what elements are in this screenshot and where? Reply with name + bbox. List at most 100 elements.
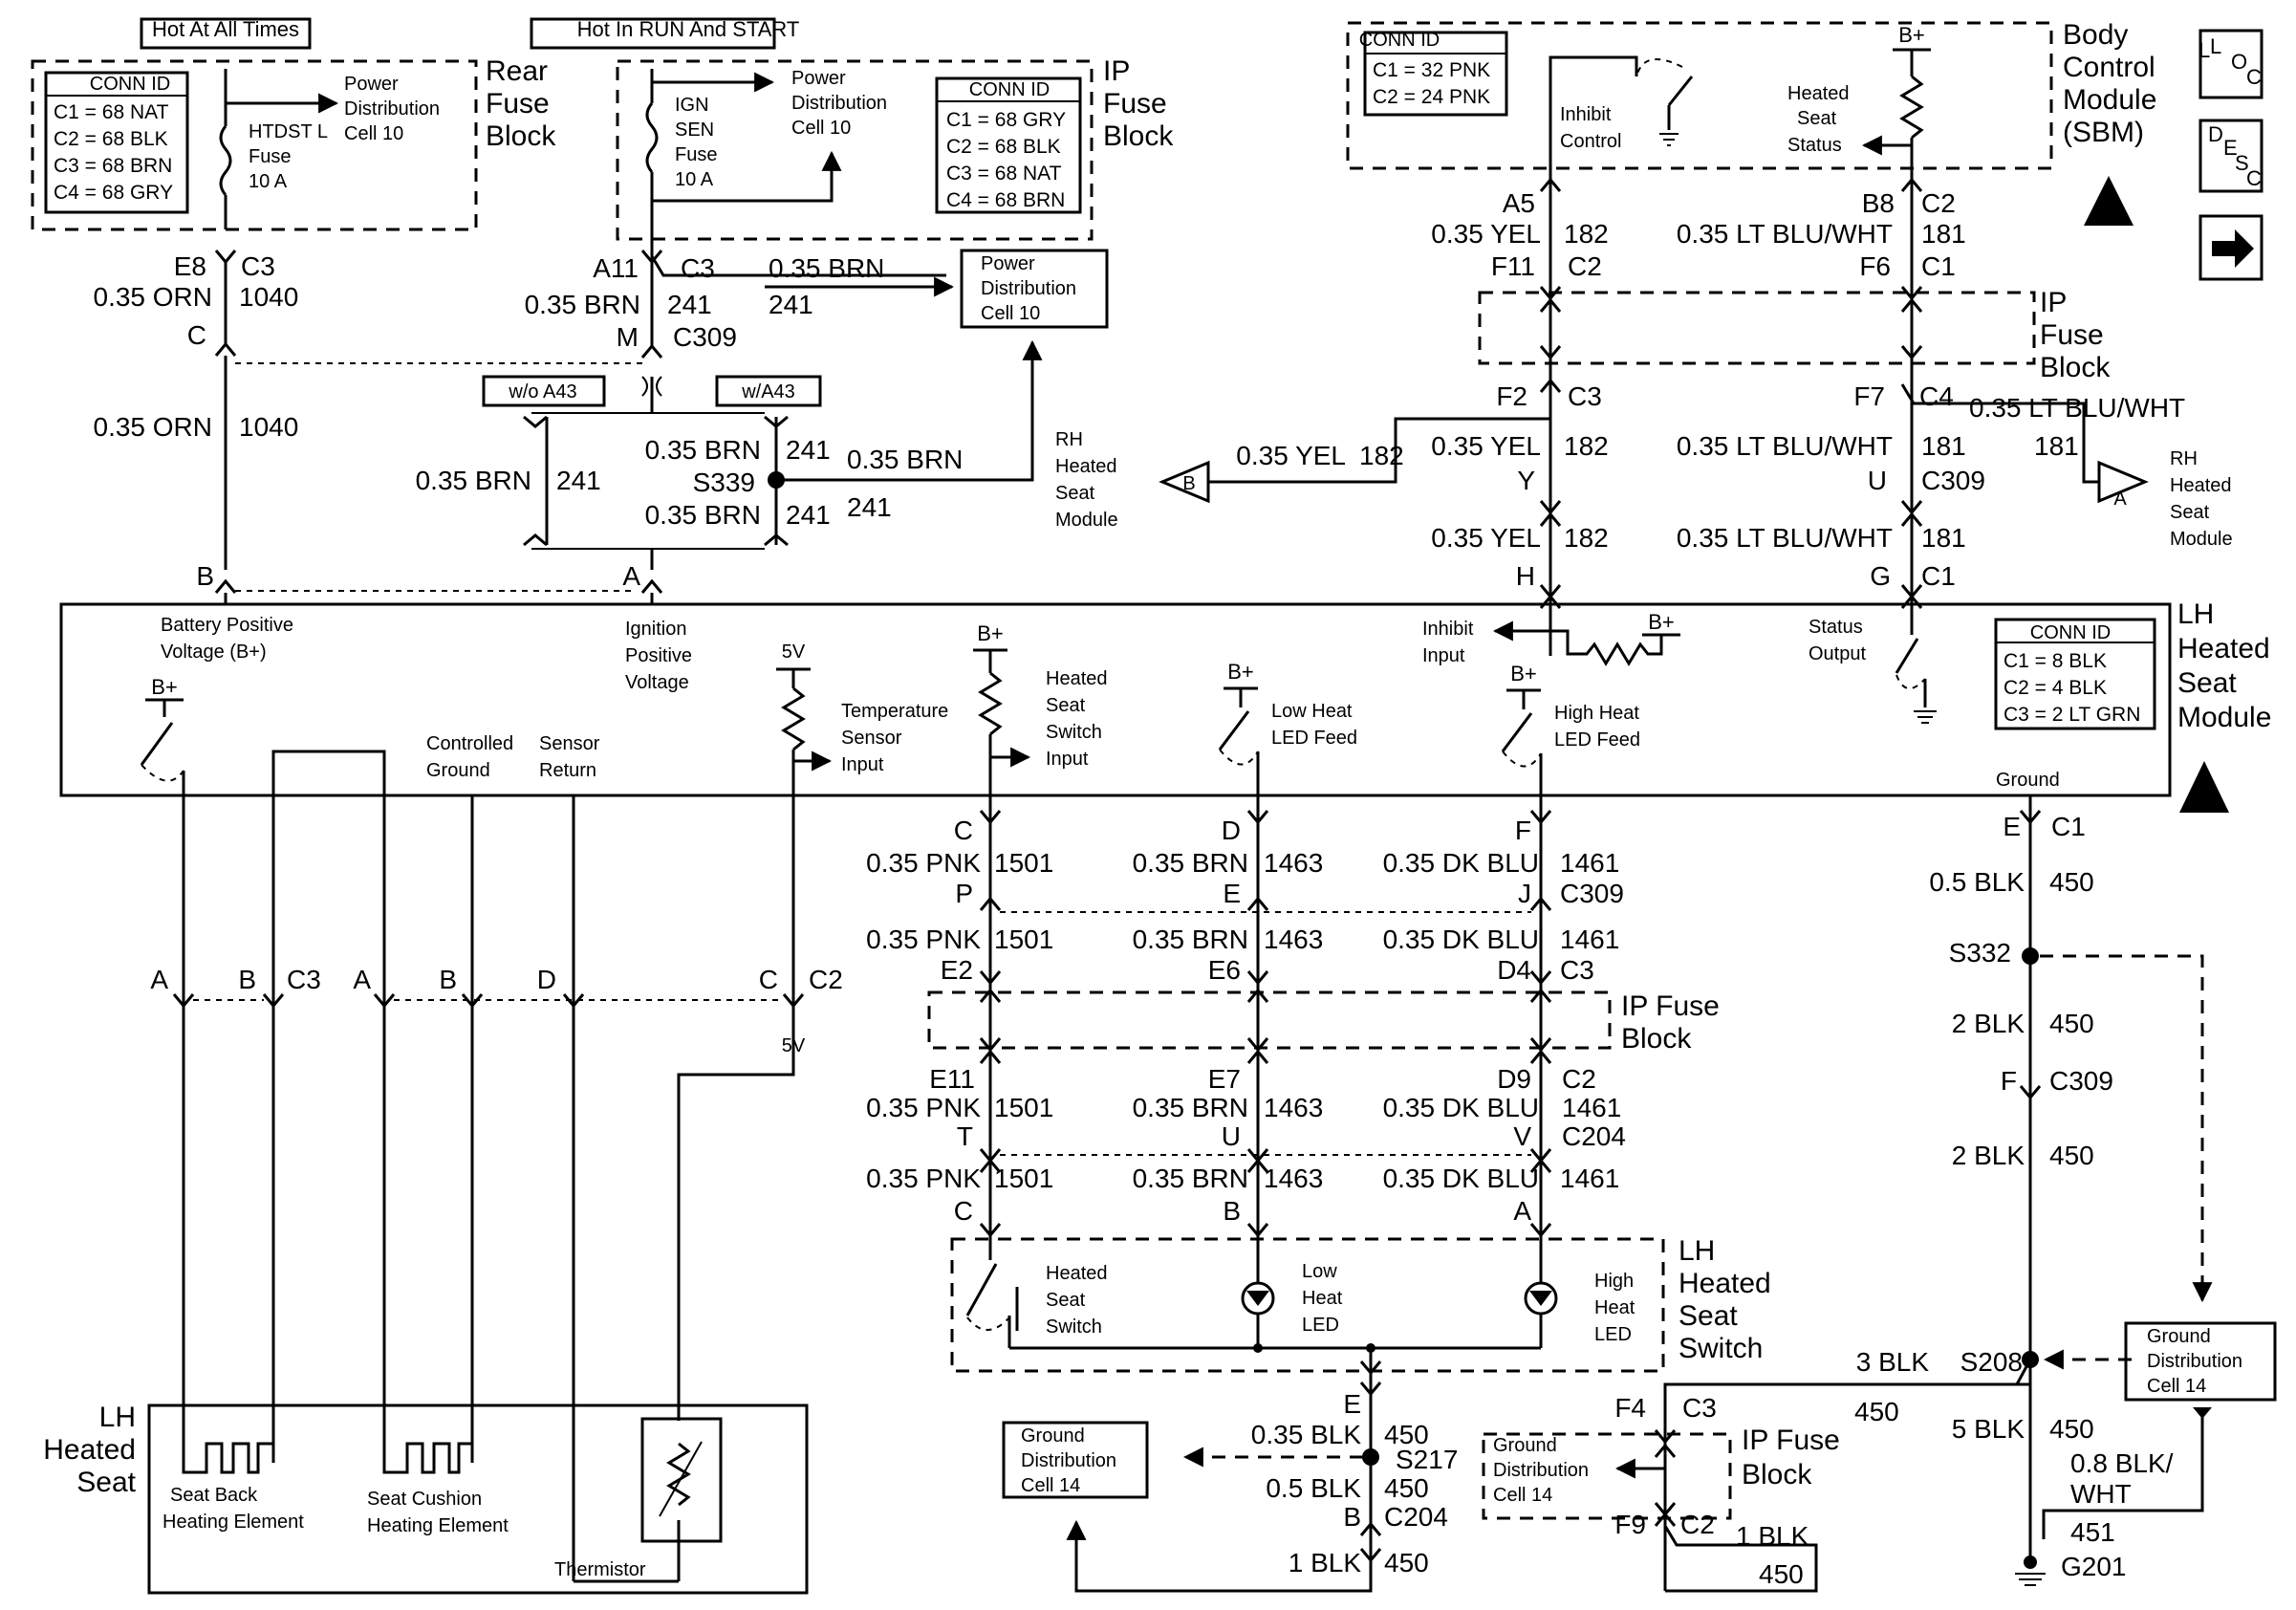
label-36: A11	[593, 253, 639, 283]
label-237: F	[2001, 1066, 2017, 1096]
label-149: Status	[1809, 617, 1863, 638]
label-80: Module	[2063, 84, 2156, 116]
label-53: 0.35 BRN	[645, 435, 761, 465]
label-202: 1463	[1264, 1164, 1323, 1193]
label-226: D	[537, 965, 556, 994]
label-267: S217	[1396, 1445, 1458, 1474]
label-250: WHT	[2070, 1479, 2132, 1509]
lh-module-conn-id-table	[1994, 618, 2156, 730]
label-135: Input	[1046, 749, 1089, 770]
bcm-conn-id-table	[1363, 31, 1508, 117]
label-223: C3	[287, 965, 321, 994]
htdst-fuse-symbol	[219, 125, 232, 196]
label-28: IP	[1103, 55, 1130, 87]
thermistor-symbol	[666, 1442, 691, 1507]
label-187: D9	[1497, 1064, 1531, 1094]
label-232: 0.5 BLK	[1929, 867, 2025, 897]
label-230: E	[2003, 812, 2021, 841]
label-26: C3 = 68 NAT	[946, 163, 1062, 185]
label-83: 0.35 YEL	[1431, 219, 1541, 249]
label-159: Module	[2177, 702, 2271, 733]
lh-heated-seat-module	[59, 602, 2229, 1004]
label-277: Distribution	[1493, 1460, 1589, 1481]
seat-cushion-heating-element	[382, 1442, 474, 1474]
label-194: 1461	[1562, 1093, 1621, 1122]
label-86: C2	[1568, 251, 1602, 281]
label-82: A5	[1503, 188, 1535, 218]
label-211: Low	[1302, 1261, 1337, 1282]
label-219: Seat	[1679, 1300, 1738, 1332]
label-161: D	[1222, 816, 1241, 845]
ground-distribution-cell14-left-box	[1002, 1421, 1149, 1499]
label-259: Heating Element	[367, 1515, 509, 1536]
label-25: C2 = 68 BLK	[946, 136, 1061, 158]
ground-s217	[1002, 1379, 2030, 1593]
label-37: C3	[681, 253, 715, 283]
label-153: C2 = 4 BLK	[2004, 677, 2107, 699]
label-175: 0.35 BRN	[1133, 925, 1248, 954]
label-19: 10 A	[675, 169, 714, 190]
label-46: Cell 10	[981, 303, 1040, 324]
label-258: Seat Cushion	[367, 1489, 482, 1510]
label-3: C1 = 68 NAT	[54, 101, 169, 123]
label-114: 0.35 YEL	[1431, 523, 1541, 553]
label-20: Power	[791, 68, 846, 89]
label-151: CONN ID	[2030, 622, 2111, 643]
svg-text:O: O	[2231, 50, 2247, 74]
label-164: 1501	[994, 848, 1053, 878]
label-120: C1	[1921, 561, 1956, 591]
label-62: Seat	[1055, 483, 1095, 504]
label-74: B+	[1898, 23, 1925, 47]
label-47: w/o A43	[508, 381, 576, 402]
bcm-outline	[1346, 21, 2053, 170]
ip-fuse-block-right-outline	[1478, 291, 2036, 365]
label-49: 0.35 ORN	[94, 412, 213, 442]
label-51: 0.35 BRN	[416, 466, 531, 495]
label-17: SEN	[675, 120, 714, 141]
label-65: 0.35 YEL	[1236, 441, 1346, 470]
label-7: Power	[344, 74, 399, 95]
lh-module-outline	[59, 602, 2172, 797]
label-43: C309	[673, 322, 737, 352]
label-217: LH	[1679, 1235, 1715, 1267]
label-40: 241	[667, 290, 712, 319]
label-246: 450	[1854, 1397, 1899, 1426]
power-distribution-cell10-box	[960, 249, 1109, 329]
label-214: High	[1594, 1271, 1634, 1292]
label-77: Status	[1787, 135, 1842, 156]
label-112: Seat	[2170, 502, 2210, 523]
ground-g201	[2024, 1556, 2037, 1569]
wire-241	[482, 239, 1109, 604]
rh-module-ref-b	[1159, 460, 1210, 504]
label-147: Input	[1422, 645, 1465, 666]
label-0: Hot At All Times	[152, 17, 299, 41]
label-192: 1463	[1264, 1093, 1323, 1122]
label-235: 2 BLK	[1952, 1009, 2025, 1038]
label-23: CONN ID	[969, 79, 1050, 100]
label-90: 181	[1921, 219, 1966, 249]
label-186: E7	[1208, 1064, 1241, 1094]
label-79: Control	[2063, 52, 2155, 83]
label-207: A	[1513, 1196, 1531, 1226]
body-control-module: L L O C D E S C	[1346, 21, 2264, 281]
label-130: Input	[841, 754, 884, 775]
label-234: S332	[1949, 938, 2011, 968]
label-243: Cell 14	[2147, 1376, 2206, 1397]
label-224: A	[353, 965, 371, 994]
label-55: S339	[693, 468, 755, 497]
label-266: 450	[1384, 1420, 1429, 1449]
label-115: 182	[1564, 523, 1609, 553]
lh-seat-wiring	[147, 993, 809, 1595]
label-76: Seat	[1797, 108, 1837, 129]
label-131: B+	[977, 621, 1004, 645]
label-198: C204	[1562, 1121, 1626, 1151]
splice-s332	[2022, 947, 2039, 965]
label-42: M	[617, 322, 639, 352]
label-87: B8	[1862, 188, 1895, 218]
label-60: RH	[1055, 429, 1083, 450]
label-166: 1463	[1264, 848, 1323, 878]
label-242: Distribution	[2147, 1351, 2242, 1372]
label-280: Block	[1742, 1459, 1812, 1490]
svg-text:C: C	[2246, 166, 2262, 190]
switch-input-resistor	[978, 671, 1003, 736]
